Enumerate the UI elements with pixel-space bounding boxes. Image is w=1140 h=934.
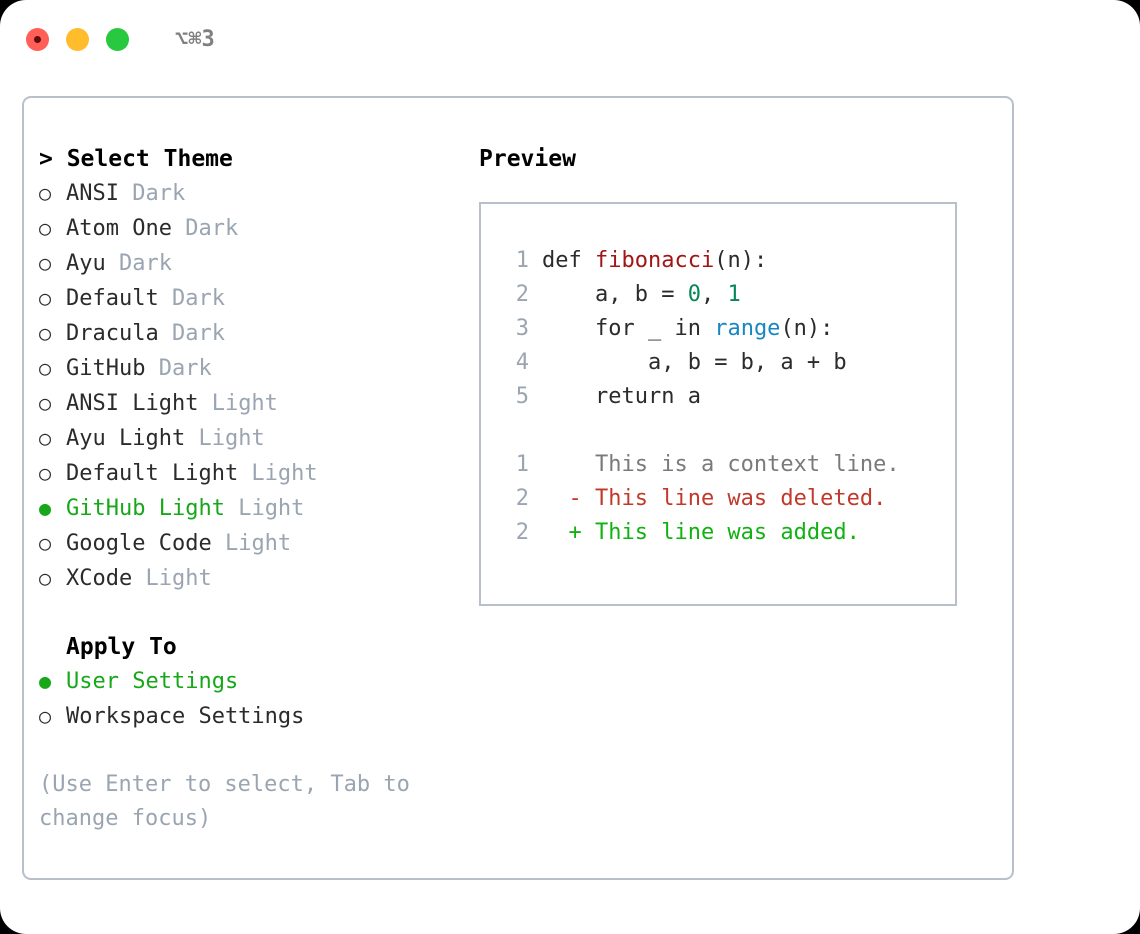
code-line-number: 4	[515, 350, 529, 375]
theme-item-label: GitHub	[66, 356, 146, 381]
theme-item-label: Ayu Light	[66, 426, 186, 451]
radio-unselected-icon: ○	[39, 704, 52, 728]
theme-item-0[interactable]: ○ ANSI Dark	[39, 176, 479, 211]
theme-item-variant-tag: Dark	[158, 321, 225, 346]
keyboard-hint-text: (Use Enter to select, Tab to change focu…	[39, 772, 410, 831]
radio-unselected-icon: ○	[39, 286, 52, 310]
code-line-content: def fibonacci(n):	[542, 248, 768, 273]
theme-item-variant-tag: Dark	[145, 356, 212, 381]
window-controls	[26, 27, 129, 51]
code-line-number: 2	[515, 282, 529, 307]
diff-sample: 1 This is a context line.2 - This line w…	[499, 448, 955, 550]
theme-item-6[interactable]: ○ ANSI Light Light	[39, 386, 479, 421]
theme-item-label: ANSI	[66, 181, 119, 206]
code-line-4: 5 return a	[499, 380, 955, 414]
theme-selection-column: > Select Theme ○ANSI Dark○Atom One Dark○…	[24, 142, 479, 836]
theme-item-variant-tag: Light	[185, 426, 265, 451]
diff-line-0: 1 This is a context line.	[499, 448, 955, 482]
diff-line-content: + This line was added.	[542, 520, 860, 545]
theme-item-5[interactable]: ○ GitHub Dark	[39, 351, 479, 386]
apply-to-item-label: User Settings	[66, 669, 239, 694]
radio-unselected-icon: ○	[39, 391, 52, 415]
radio-unselected-icon: ○	[39, 216, 52, 240]
code-line-number: 5	[515, 384, 529, 409]
theme-item-9[interactable]: ● GitHub Light Light	[39, 491, 479, 526]
theme-item-8[interactable]: ○ Default Light Light	[39, 456, 479, 491]
radio-unselected-icon: ○	[39, 566, 52, 590]
theme-item-10[interactable]: ○ Google Code Light	[39, 526, 479, 561]
close-button-icon[interactable]	[26, 27, 49, 51]
theme-item-variant-tag: Dark	[171, 216, 239, 241]
theme-item-11[interactable]: ○ XCode Light	[39, 561, 479, 596]
theme-item-4[interactable]: ○ Dracula Dark	[39, 316, 479, 351]
theme-item-variant-tag: Light	[211, 531, 292, 556]
code-line-2: 3 for _ in range(n):	[499, 312, 955, 346]
theme-item-label: XCode	[66, 566, 133, 591]
diff-line-number: 2	[515, 520, 529, 545]
apply-to-item-label: Workspace Settings	[66, 704, 305, 729]
select-theme-heading: > Select Theme	[39, 146, 233, 172]
code-line-content: for _ in range(n):	[594, 316, 834, 341]
code-line-content: return a	[594, 384, 701, 409]
theme-item-label: Ayu	[66, 251, 106, 276]
theme-item-label: ANSI Light	[66, 391, 199, 416]
theme-picker-panel: > Select Theme ○ANSI Dark○Atom One Dark○…	[22, 96, 1014, 880]
theme-item-7[interactable]: ○ Ayu Light Light	[39, 421, 479, 456]
radio-unselected-icon: ○	[39, 251, 52, 275]
code-line-content: a, b = 0, 1	[594, 282, 741, 307]
code-line-number: 1	[515, 248, 529, 273]
theme-item-label: Default	[66, 286, 159, 311]
theme-item-variant-tag: Dark	[118, 181, 186, 206]
theme-item-variant-tag: Dark	[158, 286, 225, 311]
apply-to-heading: Apply To	[66, 634, 177, 660]
theme-item-label: Atom One	[66, 216, 172, 241]
theme-item-label: Default Light	[66, 461, 239, 486]
diff-line-content: This is a context line.	[542, 452, 900, 477]
theme-item-2[interactable]: ○ Ayu Dark	[39, 246, 479, 281]
theme-item-label: GitHub Light	[66, 496, 225, 521]
code-line-content: a, b = b, a + b	[647, 350, 847, 375]
title-bar: ⌥⌘3	[0, 0, 1140, 78]
theme-item-label: Google Code	[66, 531, 212, 556]
diff-line-number: 1	[515, 452, 529, 477]
code-line-3: 4 a, b = b, a + b	[499, 346, 955, 380]
radio-unselected-icon: ○	[39, 426, 52, 450]
radio-unselected-icon: ○	[39, 461, 52, 485]
radio-selected-icon: ●	[39, 669, 52, 693]
diff-line-1: 2 - This line was deleted.	[499, 482, 955, 516]
theme-item-variant-tag: Light	[198, 391, 278, 416]
radio-unselected-icon: ○	[39, 321, 52, 345]
radio-unselected-icon: ○	[39, 181, 52, 205]
code-line-1: 2 a, b = 0, 1	[499, 278, 955, 312]
theme-item-variant-tag: Light	[132, 566, 212, 591]
theme-item-variant-tag: Light	[224, 496, 305, 521]
radio-unselected-icon: ○	[39, 356, 52, 380]
preview-heading: Preview	[479, 146, 576, 172]
maximize-button-icon[interactable]	[106, 27, 129, 51]
theme-item-3[interactable]: ○ Default Dark	[39, 281, 479, 316]
radio-unselected-icon: ○	[39, 531, 52, 555]
theme-item-variant-tag: Dark	[105, 251, 172, 276]
apply-to-list[interactable]: ● User Settings ○ Workspace Settings	[39, 664, 479, 734]
apply-to-item-1[interactable]: ○ Workspace Settings	[39, 699, 479, 734]
code-line-number: 3	[515, 316, 529, 341]
diff-line-number: 2	[515, 486, 529, 511]
theme-item-label: Dracula	[66, 321, 159, 346]
apply-to-item-0[interactable]: ● User Settings	[39, 664, 479, 699]
diff-line-2: 2 + This line was added.	[499, 516, 955, 550]
minimize-button-icon[interactable]	[66, 27, 89, 51]
keyboard-shortcut-label: ⌥⌘3	[175, 26, 215, 52]
radio-selected-icon: ●	[39, 496, 52, 520]
diff-line-content: - This line was deleted.	[542, 486, 887, 511]
theme-item-1[interactable]: ○ Atom One Dark	[39, 211, 479, 246]
theme-list[interactable]: ○ ANSI Dark ○ Atom One Dark ○ Ayu Dark ○ Defaul…	[39, 176, 479, 596]
code-line-0: 1 def fibonacci(n):	[499, 244, 955, 278]
theme-item-variant-tag: Light	[238, 461, 318, 486]
